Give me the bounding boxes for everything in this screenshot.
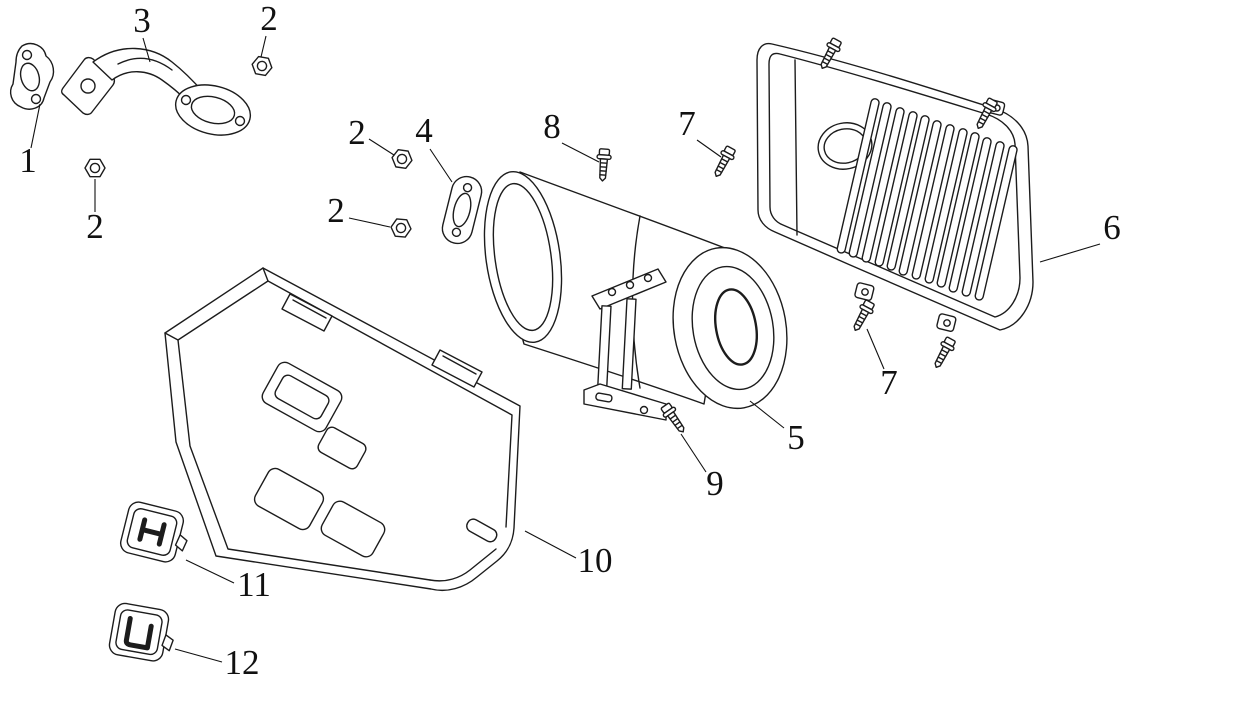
shield-fold-line [794, 59, 798, 236]
callout-11-label: 11 [237, 565, 271, 604]
callout-10-leader-line [524, 530, 577, 559]
callout-9-label: 9 [706, 464, 724, 503]
callout-4-leader-line [429, 148, 453, 183]
part-4-gasket [441, 175, 483, 245]
callout-5-leader-line [749, 400, 785, 429]
part-7-screw-upper [709, 144, 739, 181]
cover-top-tabs [281, 293, 483, 388]
callout-3-label: 3 [133, 1, 151, 40]
callout-12-label: 12 [225, 643, 260, 682]
part-2-nut-c [390, 148, 414, 170]
callout-7b-label: 7 [880, 363, 898, 402]
part-1-exhaust-gasket [9, 42, 55, 110]
callout-2a-leader-line [260, 35, 267, 58]
callout-1-label: 1 [19, 141, 37, 180]
muffler-inlet-face [483, 170, 563, 344]
callout-2c-label: 2 [348, 113, 366, 152]
callout-2d-label: 2 [327, 191, 345, 230]
callout-6-label: 6 [1103, 208, 1121, 247]
callout-2b-label: 2 [86, 207, 104, 246]
callout-7a-leader-line [696, 139, 722, 158]
muffler-outlet [714, 288, 758, 366]
part-7-screw-lower [848, 298, 878, 335]
callout-3-leader-line [142, 37, 151, 63]
callout-6-leader-line [1039, 243, 1101, 263]
callout-4-label: 4 [415, 111, 433, 150]
callout-11-leader-line [185, 559, 235, 584]
callout-2a-label: 2 [260, 0, 278, 38]
shield-louvers [836, 98, 1018, 301]
callout-12-leader-line [174, 648, 223, 663]
callout-2d-leader-line [348, 217, 391, 228]
callout-1-leader-line [30, 103, 41, 149]
part-11-clip-plate [119, 501, 188, 563]
part-3-exhaust-pipe [60, 47, 252, 136]
part-shield-screw-bottom [929, 335, 959, 372]
callout-5-label: 5 [787, 418, 805, 457]
callout-9-leader-line [680, 433, 707, 473]
muffler-bracket [583, 268, 667, 421]
cover-embossed-slots [253, 361, 498, 558]
callout-8-label: 8 [543, 107, 561, 146]
part-6-muffler-protector [756, 42, 1034, 333]
part-2-nut-b [84, 158, 106, 178]
part-8-screw [594, 147, 613, 183]
part-2-nut-a [249, 55, 275, 77]
callout-7a-label: 7 [678, 104, 696, 143]
callout-8-leader-line [561, 142, 600, 163]
part-2-nut-d [389, 217, 413, 239]
part-12-clip-plate [108, 602, 174, 662]
part-10-muffler-cover [164, 267, 521, 592]
callout-10-label: 10 [578, 541, 613, 580]
part-5-muffler [483, 170, 788, 421]
callout-2c-leader-line [368, 138, 395, 156]
callout-7b-leader-line [866, 328, 885, 370]
